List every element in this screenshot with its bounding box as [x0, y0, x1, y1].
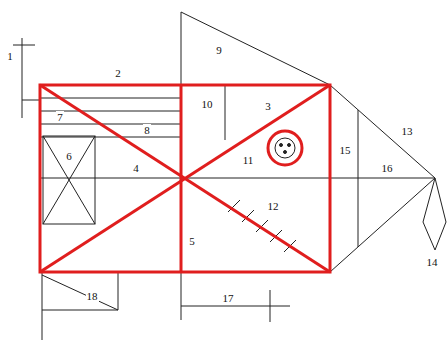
callout-number: 10 — [201, 98, 214, 110]
callout-number: 9 — [215, 44, 223, 56]
figure-lines — [13, 12, 446, 340]
square-diagonal — [43, 136, 95, 224]
face-dot — [284, 151, 287, 154]
callout-number: 13 — [401, 125, 414, 137]
top-triangle — [181, 12, 330, 85]
callout-number: 16 — [381, 162, 394, 174]
parallel-line — [40, 137, 181, 138]
red-overlay — [40, 85, 330, 272]
cross-line — [22, 100, 40, 101]
red-diagonal — [40, 85, 330, 272]
callout-number: 14 — [426, 256, 439, 268]
cross-line — [13, 45, 35, 46]
callout-number: 8 — [143, 124, 151, 136]
red-vertical — [180, 85, 183, 272]
callout-number: 6 — [65, 150, 73, 162]
small-square — [43, 136, 95, 224]
vertical-line — [181, 12, 182, 320]
callout-number: 3 — [264, 100, 272, 112]
square-side — [42, 310, 118, 311]
midline — [40, 178, 435, 179]
red-diagonal — [40, 85, 330, 272]
callout-number: 15 — [339, 144, 352, 156]
callout-number: 12 — [267, 200, 280, 212]
parallel-line — [40, 124, 181, 125]
square-side — [118, 272, 119, 310]
square-diagonal — [43, 136, 95, 224]
red-rectangle — [40, 85, 330, 272]
callout-number: 1 — [6, 50, 14, 62]
diamond — [423, 178, 446, 250]
callout-number: 17 — [222, 292, 235, 304]
callout-number: 4 — [132, 162, 140, 174]
cross-line — [22, 38, 23, 118]
face-dot — [288, 144, 291, 147]
callout-number: 7 — [56, 111, 64, 123]
callout-number: 18 — [86, 290, 99, 302]
square-diagonal — [42, 275, 118, 310]
vertical-line — [225, 85, 226, 140]
bottom-line — [181, 306, 290, 307]
callout-number: 2 — [114, 67, 122, 79]
right-triangle — [330, 85, 435, 272]
face-dot — [280, 144, 283, 147]
square-side — [42, 272, 43, 340]
callout-number: 11 — [242, 154, 255, 166]
vertical-line — [358, 110, 359, 247]
bottom-cross — [270, 290, 271, 322]
callout-number: 5 — [188, 235, 196, 247]
red-circle — [268, 131, 302, 165]
face-circle — [275, 138, 295, 158]
